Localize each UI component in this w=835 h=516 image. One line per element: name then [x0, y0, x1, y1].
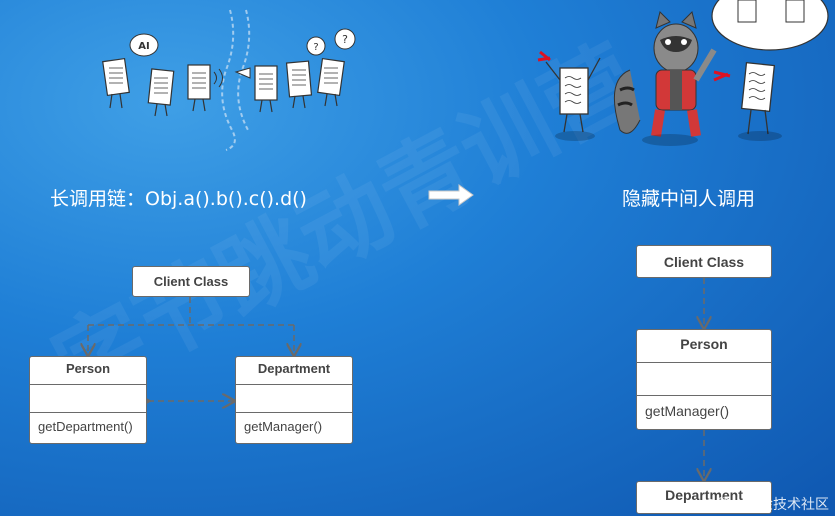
right-person-title: Person [637, 330, 771, 363]
left-person-title: Person [30, 357, 146, 385]
left-person-box: Person getDepartment() [29, 356, 147, 444]
left-heading: 长调用链：Obj.a().b().c().d() [50, 188, 307, 210]
svg-text:?: ? [342, 33, 348, 46]
right-client-class-label: Client Class [663, 253, 745, 270]
left-person-method: getDepartment() [38, 419, 133, 434]
right-person-method: getManager() [645, 403, 730, 419]
svg-text:?: ? [313, 42, 318, 53]
right-arrow-icon [428, 184, 474, 206]
svg-text:AI: AI [138, 41, 149, 52]
right-client-class-box: Client Class [636, 245, 772, 278]
left-department-title: Department [236, 357, 352, 385]
left-client-class-box: Client Class [132, 266, 250, 297]
left-person-attributes [30, 385, 146, 413]
footer-watermark: @稀土掘金技术社区 [703, 497, 829, 513]
right-person-attributes [637, 363, 771, 396]
right-heading: 隐藏中间人调用 [622, 188, 756, 210]
left-client-class-label: Client Class [153, 274, 229, 289]
left-department-method: getManager() [244, 419, 323, 434]
right-person-box: Person getManager() [636, 329, 772, 430]
right-department-title: Department [665, 487, 743, 503]
left-department-box: Department getManager() [235, 356, 353, 444]
left-department-attributes [236, 385, 352, 413]
right-department-box: Department [636, 481, 772, 514]
